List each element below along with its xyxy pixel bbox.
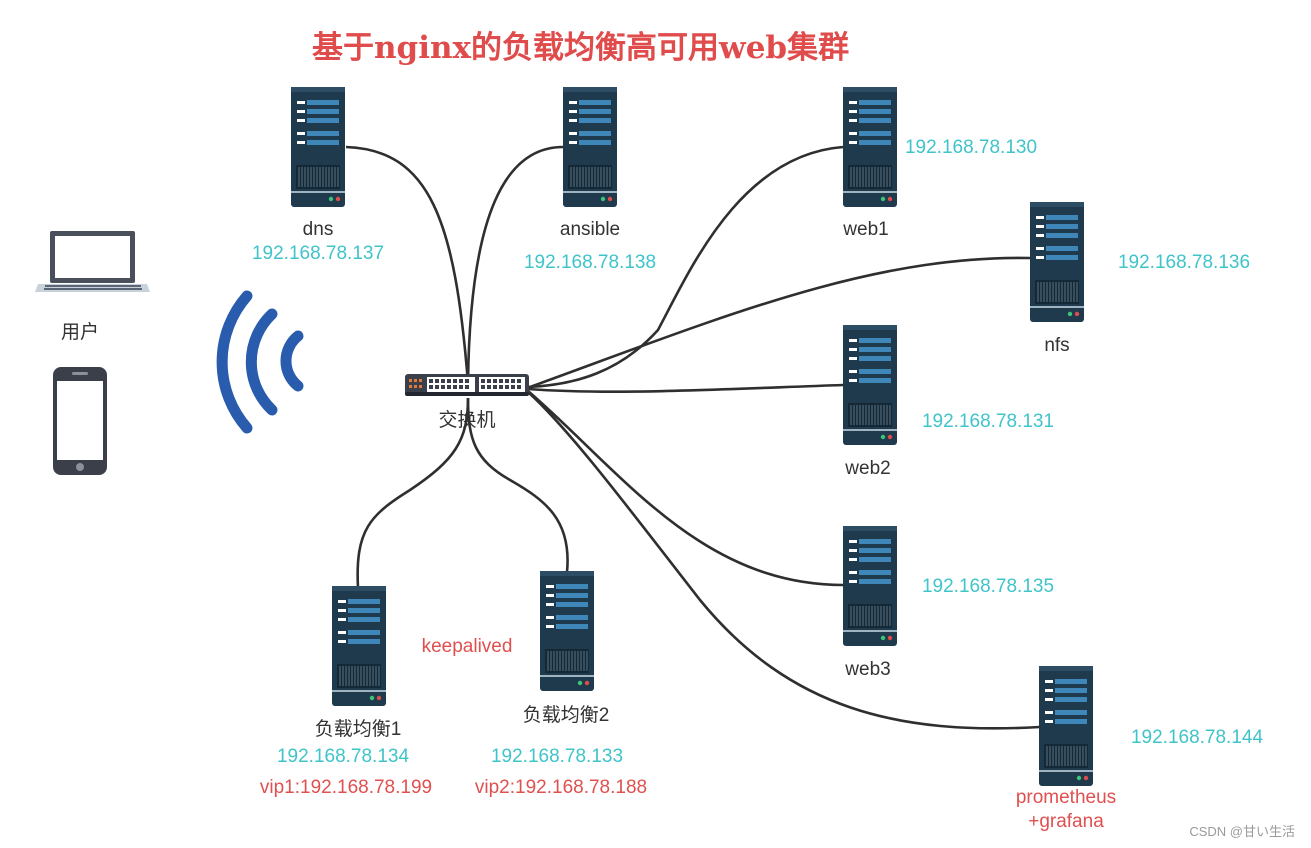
cable-prometheus — [527, 391, 1041, 730]
server-icon — [842, 86, 898, 208]
switch-label: 交换机 — [438, 410, 496, 431]
cable-dns — [345, 145, 470, 384]
watermark: CSDN @甘い生活 — [1189, 824, 1295, 839]
server-web2 — [842, 324, 898, 446]
server-icon — [1029, 201, 1085, 323]
ansible-ip: 192.168.78.138 — [523, 252, 657, 273]
server-web3 — [842, 525, 898, 647]
server-icon — [842, 525, 898, 647]
server-prometheus — [1038, 665, 1094, 787]
cable-ansible — [466, 145, 564, 384]
lb2-name: 负载均衡2 — [522, 705, 610, 726]
server-icon — [562, 86, 618, 208]
cable-lb2 — [466, 397, 569, 573]
cable-lb1 — [356, 397, 470, 589]
web1-ip: 192.168.78.130 — [904, 137, 1038, 158]
server-ansible — [562, 86, 618, 208]
cable-web1 — [527, 145, 844, 389]
cable-web3 — [527, 390, 844, 587]
web1-name: web1 — [843, 219, 889, 240]
server-nfs — [1029, 201, 1085, 323]
nfs-name: nfs — [1044, 335, 1070, 356]
lb1-name: 负载均衡1 — [314, 719, 402, 740]
lb2-vip: vip2:192.168.78.188 — [474, 777, 648, 798]
web2-ip: 192.168.78.131 — [921, 411, 1055, 432]
web3-name: web3 — [845, 659, 891, 680]
server-lb2 — [539, 570, 595, 692]
wifi-signal-icon — [216, 290, 304, 434]
phone-icon — [53, 367, 107, 475]
web2-name: web2 — [845, 458, 891, 479]
prometheus-name: prometheus — [1015, 787, 1117, 808]
switch-icon — [405, 374, 529, 396]
server-icon — [1038, 665, 1094, 787]
page-title: 基于nginx的负载均衡高可用web集群 — [312, 30, 850, 66]
ansible-name: ansible — [559, 219, 621, 240]
server-web1 — [842, 86, 898, 208]
nfs-ip: 192.168.78.136 — [1117, 252, 1251, 273]
cables — [345, 145, 1041, 730]
cable-nfs — [529, 256, 1031, 389]
keepalived-label: keepalived — [421, 636, 513, 657]
server-lb1 — [331, 585, 387, 707]
lb1-ip: 192.168.78.134 — [276, 746, 410, 767]
cable-web2 — [527, 383, 844, 394]
dns-ip: 192.168.78.137 — [251, 243, 385, 264]
server-icon — [539, 570, 595, 692]
server-icon — [290, 86, 346, 208]
web3-ip: 192.168.78.135 — [921, 576, 1055, 597]
lb2-ip: 192.168.78.133 — [490, 746, 624, 767]
server-dns — [290, 86, 346, 208]
laptop-icon — [35, 231, 150, 292]
prometheus-ip: 192.168.78.144 — [1130, 727, 1264, 748]
dns-name: dns — [302, 219, 334, 240]
server-icon — [842, 324, 898, 446]
server-icon — [331, 585, 387, 707]
lb1-vip: vip1:192.168.78.199 — [259, 777, 433, 798]
user-label: 用户 — [60, 322, 100, 343]
grafana-name: +grafana — [1028, 811, 1104, 832]
